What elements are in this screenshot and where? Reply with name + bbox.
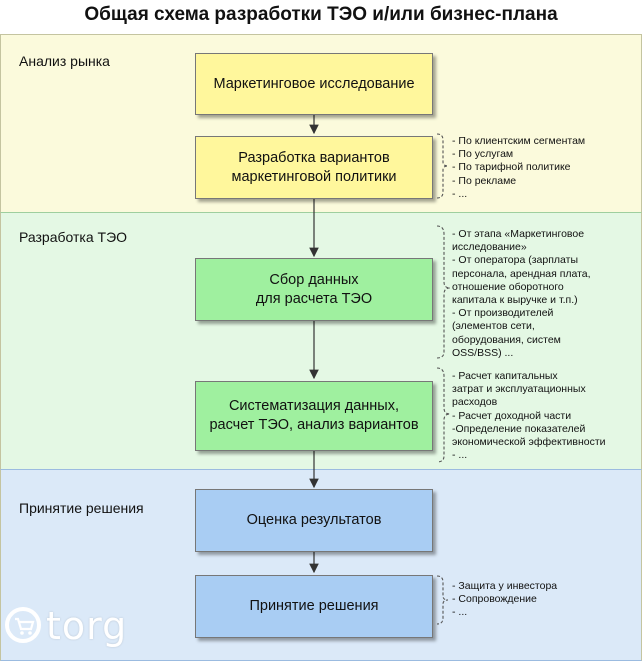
notes-marketing-policy: - По клиентским сегментам- По услугам- П… — [452, 135, 585, 201]
note-line: персонала, арендная плата, — [452, 267, 591, 280]
watermark: torg — [4, 602, 144, 650]
box-line: Сбор данных — [269, 271, 359, 288]
section-label-decision: Принятие решения — [19, 500, 144, 516]
note-line: (элементов сети, — [452, 320, 535, 333]
box-systematization-text: Систематизация данных, расчет ТЭО, анализ… — [209, 397, 418, 435]
notes-systematization: - Расчет капитальных затрат и эксплуатац… — [452, 370, 606, 462]
box-decision: Принятие решения — [195, 575, 433, 638]
box-marketing-policy-text: Разработка вариантов маркетинговой полити… — [231, 149, 396, 187]
note-line: - Сопровождение — [452, 593, 537, 606]
box-line: Маркетинговое исследование — [213, 75, 415, 92]
page-title: Общая схема разработки ТЭО и/или бизнес-… — [84, 4, 558, 25]
note-line: - ... — [452, 187, 468, 200]
brace-3 — [436, 367, 451, 463]
note-line: -Определение показателей — [452, 422, 586, 435]
note-line: - От производителей — [452, 307, 554, 320]
box-market-research-text: Маркетинговое исследование — [213, 75, 414, 94]
box-line: маркетинговой политики — [231, 168, 397, 185]
brace-4 — [436, 575, 449, 625]
notes-data-collection: - От этапа «Маркетинговое исследование»-… — [452, 228, 591, 360]
box-decision-text: Принятие решения — [249, 597, 378, 616]
box-evaluation: Оценка результатов — [195, 489, 433, 552]
box-line: Систематизация данных, — [228, 398, 400, 414]
note-line: - От этапа «Маркетинговое — [452, 228, 585, 240]
box-line: расчет ТЭО, анализ вариантов — [209, 417, 419, 433]
note-line: - По услугам — [452, 148, 514, 161]
note-line: - ... — [452, 606, 468, 619]
note-line: - По рекламе — [452, 174, 517, 187]
box-market-research: Маркетинговое исследование — [195, 53, 433, 115]
brace-2 — [436, 225, 451, 359]
note-line: - По тарифной политике — [452, 161, 571, 174]
note-line: отношение оборотного — [452, 280, 564, 293]
box-marketing-policy: Разработка вариантов маркетинговой полити… — [195, 136, 433, 199]
note-line: капитала к выручке и т.п.) — [452, 294, 578, 307]
box-line: Разработка вариантов — [238, 149, 390, 166]
note-line: - Расчет капитальных — [452, 370, 558, 382]
notes-decision: - Защита у инвестора- Сопровождение- ... — [452, 580, 557, 620]
cart-logo-icon — [5, 607, 41, 643]
box-evaluation-text: Оценка результатов — [247, 511, 382, 530]
box-line: Оценка результатов — [246, 512, 382, 528]
note-line: затрат и эксплуатационных — [452, 383, 586, 396]
note-line: - Защита у инвестора — [452, 580, 558, 592]
brace-1 — [436, 133, 449, 199]
section-label-feasibility: Разработка ТЭО — [19, 229, 128, 245]
box-data-collection-text: Сбор данных для расчета ТЭО — [256, 271, 372, 309]
box-line: для расчета ТЭО — [255, 290, 373, 307]
note-line: OSS/BSS) ... — [452, 346, 514, 359]
note-line: исследование» — [452, 241, 527, 254]
box-data-collection: Сбор данных для расчета ТЭО — [195, 258, 433, 321]
note-line: - ... — [452, 449, 468, 462]
note-line: расходов — [452, 396, 498, 409]
note-line: - Расчет доходной части — [452, 409, 572, 422]
note-line: экономической эффективности — [452, 436, 606, 449]
box-line: Принятие решения — [249, 598, 379, 614]
note-line: - По клиентским сегментам — [452, 135, 586, 147]
box-systematization: Систематизация данных, расчет ТЭО, анализ… — [195, 381, 433, 451]
note-line: оборудования, систем — [452, 333, 561, 346]
section-label-market: Анализ рынка — [19, 53, 110, 69]
watermark-text: torg — [46, 604, 128, 648]
note-line: - От оператора (зарплаты — [452, 254, 579, 267]
